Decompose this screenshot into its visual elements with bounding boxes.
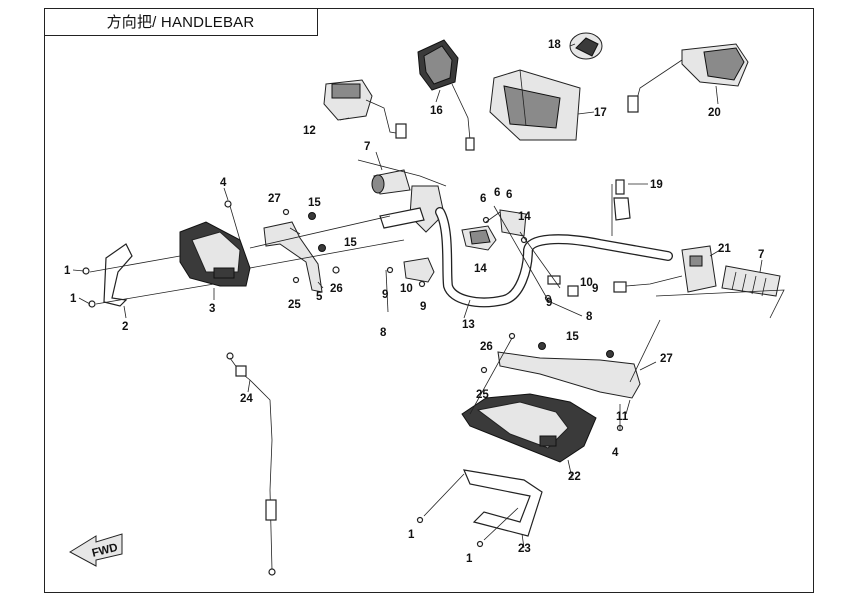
- leader-lines: [72, 43, 763, 549]
- callout-16: 16: [430, 105, 443, 117]
- callout-17: 17: [594, 107, 607, 119]
- callout-22: 22: [568, 471, 581, 483]
- callout-14: 14: [518, 211, 531, 223]
- callout-21: 21: [718, 243, 731, 255]
- callout-27: 27: [660, 353, 673, 365]
- callout-9: 9: [420, 301, 426, 313]
- brake-master-cylinder: [323, 79, 407, 139]
- mirror-left: [417, 39, 475, 151]
- handlebar-clamps: [403, 209, 579, 297]
- callout-12: 12: [303, 125, 316, 137]
- callout-6: 6: [506, 189, 512, 201]
- callout-25: 25: [288, 299, 301, 311]
- callout-15: 15: [344, 237, 357, 249]
- callout-4: 4: [612, 447, 619, 459]
- left-lever-assembly: [379, 185, 445, 233]
- callout-3: 3: [209, 303, 215, 315]
- drawing-frame: [44, 8, 814, 593]
- callout-25: 25: [476, 389, 489, 401]
- callout-10: 10: [580, 277, 593, 289]
- callout-8: 8: [380, 327, 387, 339]
- cap-part: [569, 32, 603, 60]
- callout-1: 1: [70, 293, 77, 305]
- callout-13: 13: [462, 319, 475, 331]
- callout-9: 9: [592, 283, 598, 295]
- callout-24: 24: [240, 393, 253, 405]
- callout-8: 8: [586, 311, 593, 323]
- callout-5: 5: [316, 291, 323, 303]
- callout-4: 4: [220, 177, 227, 189]
- callout-26: 26: [330, 283, 343, 295]
- mirror-right: [627, 43, 749, 113]
- small-switch-part: [613, 179, 631, 221]
- handguard-left: [103, 221, 251, 307]
- title-box: 方向把/ HANDLEBAR: [44, 8, 318, 36]
- callout-7: 7: [364, 141, 370, 153]
- throttle-cable: [226, 352, 277, 576]
- callout-2: 2: [122, 321, 128, 333]
- callout-numbers: 1 1 2 3 4 27 15 15 25 5 26 12 7 16 17 18…: [64, 39, 764, 565]
- callout-9: 9: [546, 297, 552, 309]
- page-title: 方向把/ HANDLEBAR: [106, 14, 255, 31]
- callout-20: 20: [708, 107, 721, 119]
- callout-1: 1: [466, 553, 473, 565]
- callout-6: 6: [480, 193, 486, 205]
- callout-19: 19: [650, 179, 663, 191]
- callout-7: 7: [758, 249, 764, 261]
- callout-1: 1: [64, 265, 71, 277]
- grip-left: [371, 169, 411, 195]
- callout-27: 27: [268, 193, 281, 205]
- callout-14: 14: [474, 263, 487, 275]
- callout-26: 26: [480, 341, 493, 353]
- windshield: [489, 69, 581, 141]
- callout-15: 15: [308, 197, 321, 209]
- callout-18: 18: [548, 39, 561, 51]
- assembly-lines: [89, 159, 785, 541]
- callout-6: 6: [494, 187, 500, 199]
- clamp-bracket-left: [263, 221, 323, 293]
- right-switch-and-grip: [613, 245, 781, 297]
- handlebar: [435, 207, 673, 308]
- callout-23: 23: [518, 543, 531, 555]
- fwd-arrow: FWD: [68, 533, 123, 567]
- callout-9: 9: [382, 289, 388, 301]
- callout-1: 1: [408, 529, 415, 541]
- callout-15: 15: [566, 331, 579, 343]
- handguard-right: [461, 351, 641, 537]
- callout-11: 11: [616, 411, 629, 423]
- callout-10: 10: [400, 283, 413, 295]
